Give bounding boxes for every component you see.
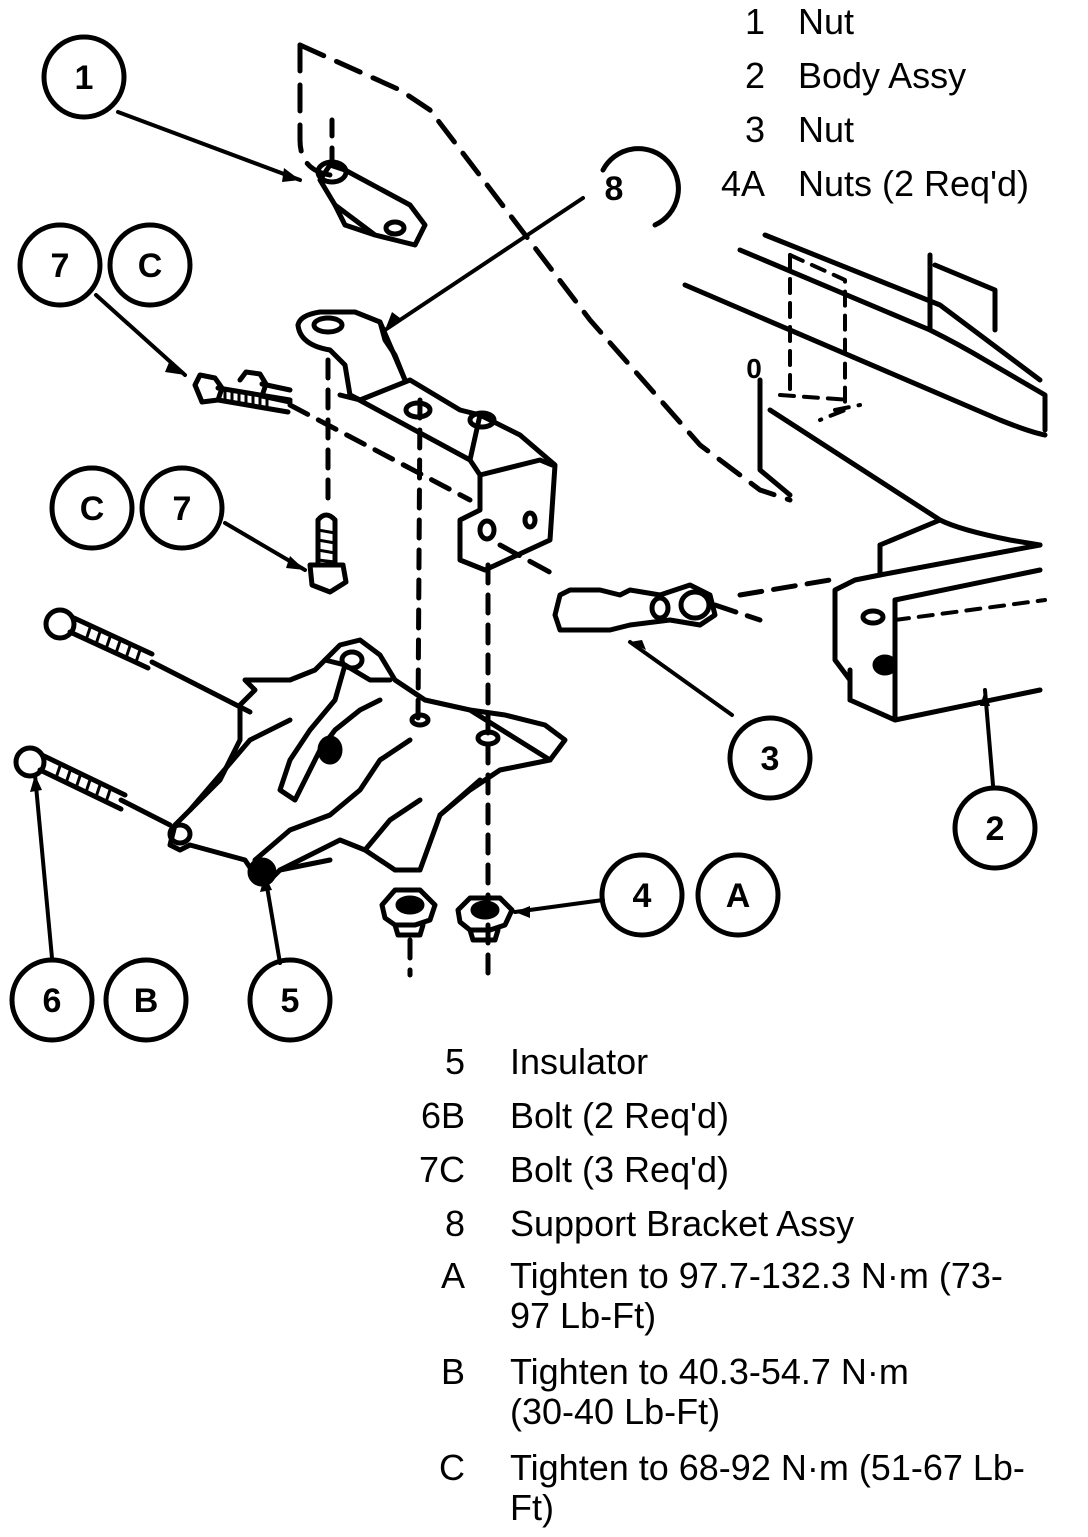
callout-4: 4 xyxy=(633,877,652,915)
callout-8: 8 xyxy=(605,170,624,208)
legend-key: B xyxy=(440,1351,465,1392)
frame-part-mark: 0 xyxy=(746,353,762,384)
callout-b: B xyxy=(134,982,159,1020)
nuts-4a xyxy=(379,887,515,943)
legend-desc: Support Bracket Assy xyxy=(510,1203,855,1244)
legend-key: A xyxy=(440,1255,465,1296)
callout-c-lower: C xyxy=(80,490,105,528)
frame-hole xyxy=(860,608,898,676)
legend-desc: Tighten to 40.3-54.7 N·m (30-40 Lb-Ft) xyxy=(510,1351,909,1432)
bolt-long-6b-upper xyxy=(43,607,155,671)
frame-rail xyxy=(682,232,1048,723)
callout-1: 1 xyxy=(75,59,94,97)
callout-7-lower: 7 xyxy=(173,490,192,528)
dashed-axis-center xyxy=(415,397,423,723)
bolt-axis-upper xyxy=(149,659,253,715)
legend-desc: Tighten to 97.7-132.3 N·m (73-97 Lb-Ft) xyxy=(510,1255,1003,1336)
legend-key: 7C xyxy=(418,1149,465,1190)
callout-7-upper: 7 xyxy=(51,247,70,285)
dashed-axis-7c xyxy=(287,402,473,503)
legend-desc: Tighten to 68-92 N·m (51-67 Lb-Ft) xyxy=(510,1447,1025,1528)
legend-desc: Bolt (3 Req'd) xyxy=(510,1149,729,1190)
callout-a: A xyxy=(726,877,751,915)
legend-key: C xyxy=(439,1447,465,1488)
legend-desc: Nut xyxy=(798,1,855,42)
nut-clip-top xyxy=(315,159,428,248)
nut-3 xyxy=(552,582,718,633)
legend-desc: Insulator xyxy=(510,1041,649,1082)
legend-key: 5 xyxy=(444,1041,465,1082)
callout-2: 2 xyxy=(986,810,1005,848)
callout-circles xyxy=(9,34,1038,1043)
callout-6: 6 xyxy=(43,982,62,1020)
legend-desc: Nuts (2 Req'd) xyxy=(798,163,1029,204)
callout-c-upper: C xyxy=(138,247,163,285)
legend-key: 6B xyxy=(420,1095,465,1136)
legend-desc: Body Assy xyxy=(798,55,967,96)
legend-desc: Nut xyxy=(798,109,855,150)
legend-desc: Bolt (2 Req'd) xyxy=(510,1095,729,1136)
bolt-pair-7c xyxy=(192,369,293,415)
legend-key: 2 xyxy=(744,55,765,96)
bolt-vertical-7c xyxy=(307,512,349,595)
legend-key: 3 xyxy=(744,109,765,150)
bolt-axis-lower xyxy=(118,797,173,828)
engine-mount-assembly xyxy=(167,637,568,887)
bolt-long-6b-lower xyxy=(13,745,128,812)
dashed-axis-nut3 xyxy=(497,542,833,623)
callout-5: 5 xyxy=(281,982,300,1020)
legend-key: 4A xyxy=(720,163,765,204)
leader-arrowheads xyxy=(30,168,990,918)
legend-key: 1 xyxy=(744,1,765,42)
legend-key: 8 xyxy=(444,1203,465,1244)
callout-3: 3 xyxy=(761,740,780,778)
frame-hidden-lines xyxy=(778,253,1047,622)
